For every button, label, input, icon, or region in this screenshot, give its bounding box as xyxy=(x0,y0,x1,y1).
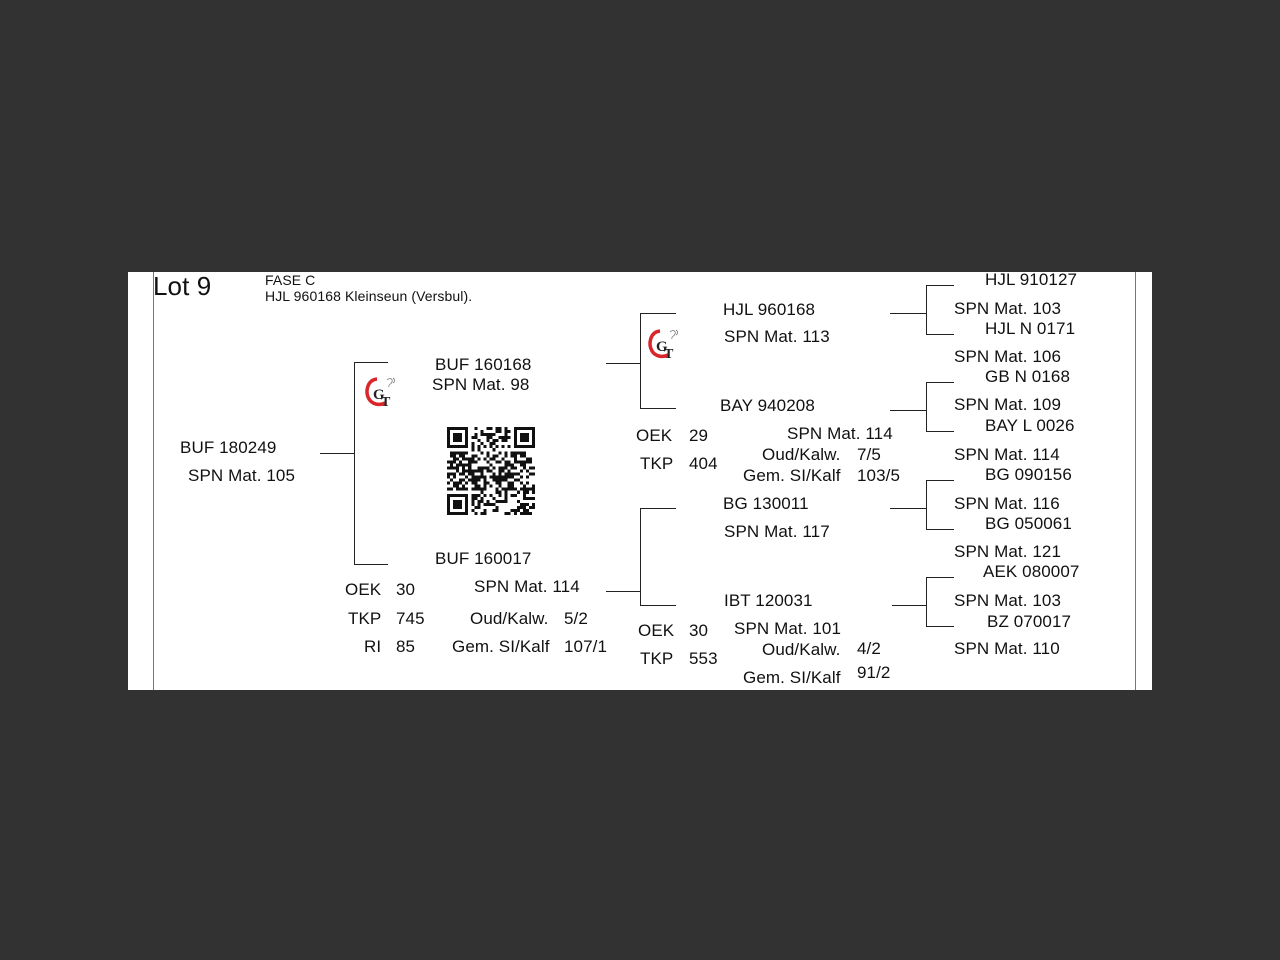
connector-dam-vertical xyxy=(640,508,641,606)
connector-gp1-out xyxy=(890,313,926,314)
sire-dam-oek-label: OEK xyxy=(636,426,673,445)
sire-sire-spn: SPN Mat. 113 xyxy=(724,327,830,346)
sire-id: BUF 160168 xyxy=(435,355,532,374)
animal-ri-value: 85 xyxy=(396,637,416,656)
gt-logo-icon: G T xyxy=(365,377,395,410)
connector-sire-sire xyxy=(640,313,676,314)
phase-label: FASE C xyxy=(265,272,316,288)
dam-dam-tkp-label: TKP xyxy=(640,649,674,668)
connector-dam-sire xyxy=(640,508,676,509)
sire-dam-oud-label: Oud/Kalw. xyxy=(762,445,841,464)
sire-sire-id: HJL 960168 xyxy=(723,300,816,319)
dam-gem-label: Gem. SI/Kalf xyxy=(452,637,550,656)
animal-id: BUF 180249 xyxy=(180,438,277,457)
sire-spn: SPN Mat. 98 xyxy=(432,375,530,394)
connector-gp3-out xyxy=(890,508,926,509)
sire-dam-tkp-value: 404 xyxy=(689,454,718,473)
svg-text:G: G xyxy=(373,387,385,403)
gen3-id-2: HJL N 0171 xyxy=(985,319,1076,338)
connector-sire-dam xyxy=(640,408,676,409)
gen3-spn-4: SPN Mat. 114 xyxy=(954,445,1060,464)
sire-dam-tkp-label: TKP xyxy=(640,454,674,473)
gen3-spn-5: SPN Mat. 116 xyxy=(954,494,1060,513)
animal-tkp-value: 745 xyxy=(396,609,425,628)
svg-text:G: G xyxy=(656,339,668,355)
animal-ri-label: RI xyxy=(364,637,382,656)
gt-logo-icon: G T xyxy=(648,329,678,362)
connector-gp1-vertical xyxy=(926,285,927,335)
svg-text:T: T xyxy=(381,395,391,410)
connector-dam-out xyxy=(606,591,640,592)
gen3-spn-1: SPN Mat. 103 xyxy=(954,299,1062,318)
connector-gp4-bottom xyxy=(926,626,954,627)
dam-dam-gem-label: Gem. SI/Kalf xyxy=(743,668,841,687)
sire-dam-id: BAY 940208 xyxy=(720,396,815,415)
connector-gp3-top xyxy=(926,480,954,481)
pedigree-document: Lot 9 FASE C HJL 960168 Kleinseun (Versb… xyxy=(128,272,1152,690)
connector-gp1-top xyxy=(926,285,954,286)
sire-dam-gem-value: 103/5 xyxy=(857,466,901,485)
dam-dam-tkp-value: 553 xyxy=(689,649,718,668)
connector-gp4-out xyxy=(892,605,926,606)
connector-gp3-vertical xyxy=(926,480,927,530)
gen3-spn-7: SPN Mat. 103 xyxy=(954,591,1062,610)
connector-animal xyxy=(320,453,354,454)
sire-dam-oek-value: 29 xyxy=(689,426,709,445)
lot-number: Lot 9 xyxy=(153,272,212,301)
connector-dam-dam xyxy=(640,605,676,606)
dam-sire-spn: SPN Mat. 117 xyxy=(724,522,830,541)
gen3-spn-2: SPN Mat. 106 xyxy=(954,347,1062,366)
connector-gp1-bottom xyxy=(926,334,954,335)
animal-tkp-label: TKP xyxy=(348,609,382,628)
gen3-spn-3: SPN Mat. 109 xyxy=(954,395,1062,414)
sire-dam-gem-label: Gem. SI/Kalf xyxy=(743,466,841,485)
connector-gp2-bottom xyxy=(926,431,954,432)
dam-dam-oud-label: Oud/Kalw. xyxy=(762,640,841,659)
left-margin-rule xyxy=(153,272,154,690)
gen3-id-6: BG 050061 xyxy=(985,514,1072,533)
connector-gp2-vertical xyxy=(926,382,927,432)
gen3-id-5: BG 090156 xyxy=(985,465,1072,484)
qr-code-icon xyxy=(447,427,535,515)
right-margin-rule xyxy=(1135,272,1136,690)
gen3-id-8: BZ 070017 xyxy=(987,612,1072,631)
gen3-id-1: HJL 910127 xyxy=(985,272,1078,289)
dam-sire-id: BG 130011 xyxy=(723,494,809,513)
dam-id: BUF 160017 xyxy=(435,549,532,568)
connector-gp2-out xyxy=(890,410,926,411)
gen3-id-3: GB N 0168 xyxy=(985,367,1071,386)
connector-parents-vertical xyxy=(354,362,355,565)
dam-dam-id: IBT 120031 xyxy=(724,591,813,610)
gen3-spn-6: SPN Mat. 121 xyxy=(954,542,1062,561)
dam-oud-value: 5/2 xyxy=(564,609,588,628)
dam-dam-oud-value: 4/2 xyxy=(857,639,881,658)
connector-sire-vertical xyxy=(640,313,641,409)
dam-oud-label: Oud/Kalw. xyxy=(470,609,549,628)
dam-dam-oek-label: OEK xyxy=(638,621,675,640)
dam-dam-spn: SPN Mat. 101 xyxy=(734,619,842,638)
connector-gp3-bottom xyxy=(926,529,954,530)
sire-line-label: HJL 960168 Kleinseun (Versbul). xyxy=(265,288,473,304)
connector-gp4-top xyxy=(926,577,954,578)
svg-text:T: T xyxy=(664,347,674,362)
gen3-id-7: AEK 080007 xyxy=(983,562,1080,581)
connector-dam xyxy=(354,564,388,565)
connector-sire xyxy=(354,362,388,363)
dam-gem-value: 107/1 xyxy=(564,637,608,656)
gen3-spn-8: SPN Mat. 110 xyxy=(954,639,1060,658)
dam-dam-gem-value: 91/2 xyxy=(857,663,891,682)
animal-oek-label: OEK xyxy=(345,580,382,599)
connector-sire-out xyxy=(606,363,640,364)
connector-gp2-top xyxy=(926,382,954,383)
sire-dam-oud-value: 7/5 xyxy=(857,445,881,464)
sire-dam-spn: SPN Mat. 114 xyxy=(787,424,893,443)
connector-gp4-vertical xyxy=(926,577,927,627)
dam-dam-oek-value: 30 xyxy=(689,621,709,640)
gen3-id-4: BAY L 0026 xyxy=(985,416,1075,435)
animal-oek-value: 30 xyxy=(396,580,416,599)
dam-spn: SPN Mat. 114 xyxy=(474,577,580,596)
animal-spn: SPN Mat. 105 xyxy=(188,466,296,485)
